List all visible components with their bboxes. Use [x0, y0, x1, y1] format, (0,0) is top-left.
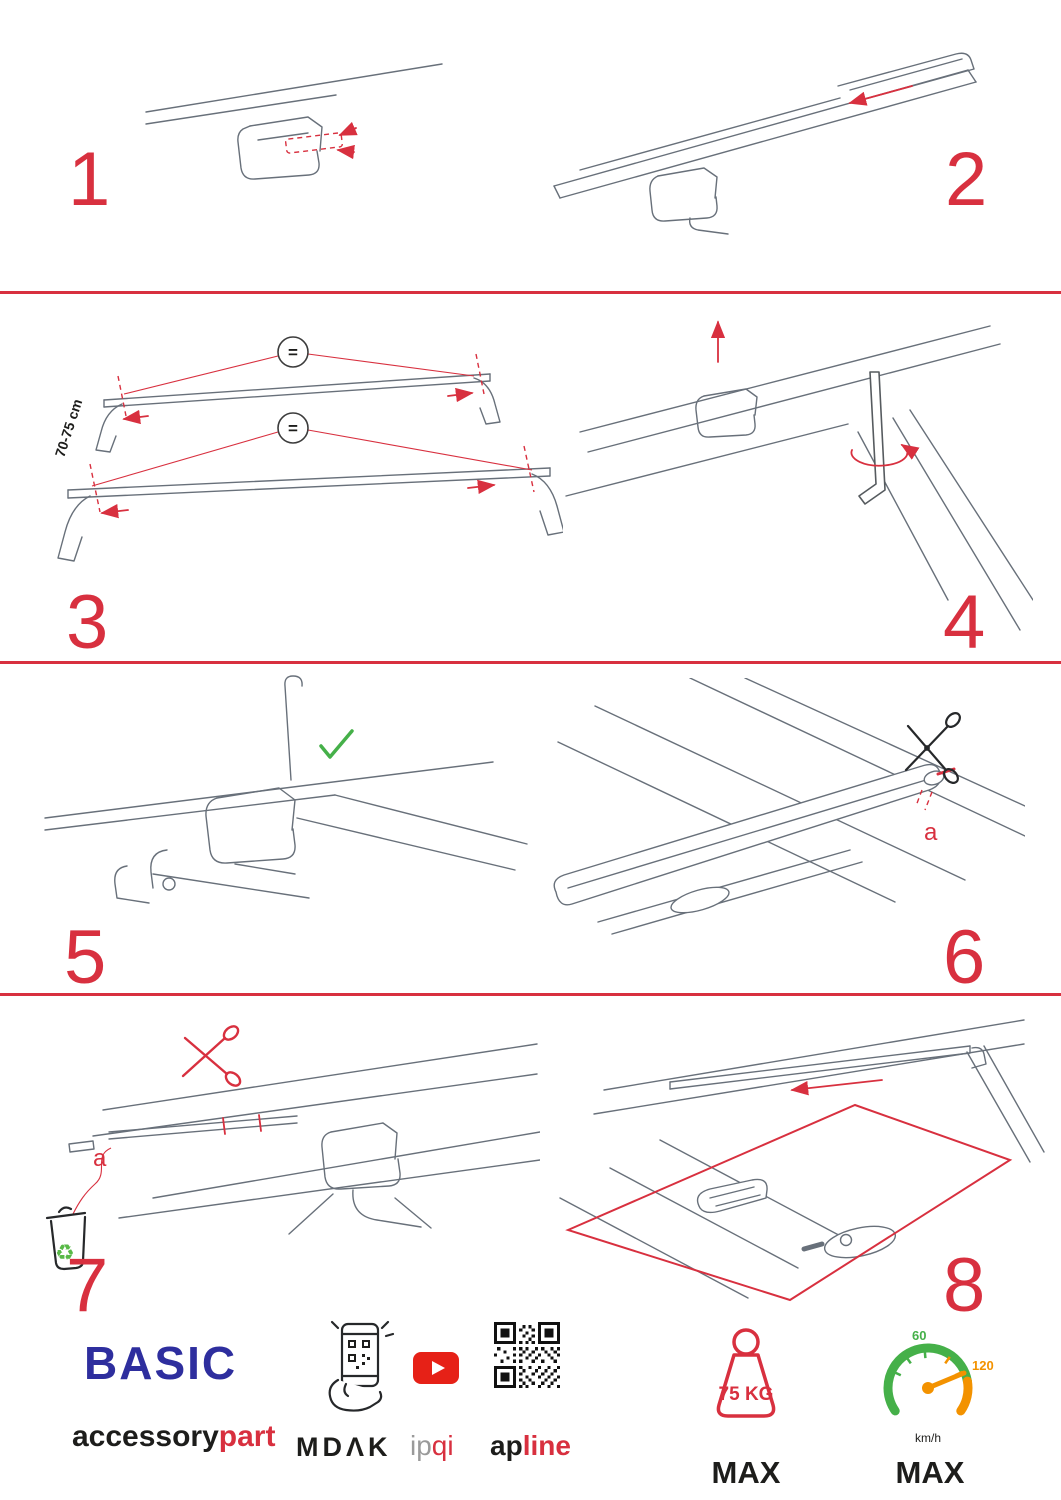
section-divider-2	[0, 661, 1061, 664]
step-5-number: 5	[64, 915, 107, 1000]
section-divider-1	[0, 291, 1061, 294]
allen-key	[858, 371, 886, 505]
scissors-icon	[904, 712, 961, 784]
speed-60-label: 60	[912, 1328, 926, 1343]
step-4-illustration	[565, 320, 1033, 631]
logo-apline-red: line	[522, 1430, 571, 1461]
equal-badge-1	[277, 336, 309, 368]
step-2-illustration	[553, 52, 977, 235]
brand-part: part	[218, 1420, 276, 1453]
step-4-number: 4	[943, 580, 986, 665]
phone-qr-pattern	[348, 1340, 370, 1369]
measurement-label: 70-75 cm	[52, 397, 86, 459]
step-3-illustration: = = 70-75 cm	[52, 336, 563, 562]
logo-apline-dark: ap	[490, 1430, 523, 1461]
trash-icon	[45, 1206, 87, 1271]
youtube-icon	[413, 1352, 459, 1384]
speed-120-label: 120	[972, 1358, 994, 1373]
logo-ipqi: ipqi	[410, 1430, 454, 1462]
cut-label-a: a	[924, 819, 938, 846]
step-7-illustration: a ♻	[45, 1025, 540, 1271]
discard-label-a: a	[93, 1145, 107, 1172]
brand-accessory: accessory	[72, 1420, 219, 1453]
needle	[925, 1370, 967, 1391]
step-1-illustration	[145, 63, 443, 180]
logo-apline: apline	[490, 1430, 571, 1462]
recycle-icon: ♻	[55, 1240, 75, 1265]
equal-symbol-2: =	[288, 419, 298, 438]
step-1-number: 1	[68, 137, 111, 222]
phone-qr-icon	[328, 1320, 395, 1412]
weight-value: 75 KG	[719, 1384, 774, 1405]
logo-ipqi-gray: ip	[410, 1430, 432, 1461]
logo-ipqi-red: qi	[431, 1430, 454, 1461]
weight-icon: 75 KG	[716, 1328, 776, 1418]
logo-mdak: MDΛK	[296, 1432, 392, 1462]
speedometer-icon: 60 120 km/h	[883, 1328, 994, 1445]
qr-code	[494, 1322, 560, 1388]
brand-basic: BASIC	[84, 1337, 238, 1389]
step-5-illustration	[44, 675, 528, 904]
insert-highlight	[284, 132, 344, 154]
check-icon	[319, 729, 354, 759]
equal-symbol-1: =	[288, 343, 298, 362]
equal-badge-2	[277, 412, 309, 444]
scissors-icon	[181, 1025, 242, 1087]
speed-unit-label: km/h	[915, 1431, 941, 1445]
step-6-number: 6	[943, 915, 986, 1000]
brand-accessorypart: accessorypart	[72, 1420, 275, 1454]
mounting-area-outline	[565, 1103, 1013, 1302]
step-7-number: 7	[66, 1243, 109, 1328]
section-divider-3	[0, 993, 1061, 996]
step-8-number: 8	[943, 1243, 986, 1328]
step-6-illustration: a	[553, 678, 1025, 935]
speed-max-label: MAX	[895, 1455, 965, 1490]
step-8-illustration	[559, 1019, 1045, 1302]
step-2-number: 2	[945, 137, 988, 222]
step-3-number: 3	[66, 580, 109, 665]
rotate-arrow	[850, 444, 920, 467]
weight-max-label: MAX	[711, 1455, 781, 1490]
